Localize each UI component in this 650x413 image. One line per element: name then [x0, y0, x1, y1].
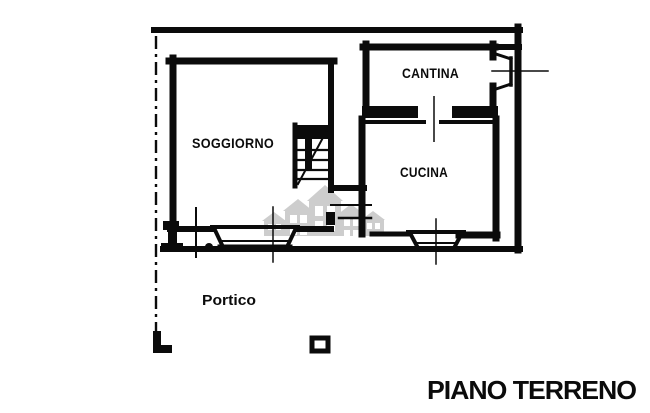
house-window	[344, 230, 350, 237]
stair-landing	[294, 125, 332, 139]
door-hinge-block	[326, 212, 335, 225]
room-label-cantina: CANTINA	[402, 65, 459, 81]
window-jamb	[407, 230, 421, 251]
portico-corner-pillar	[153, 331, 172, 353]
house-window	[375, 223, 380, 229]
house-roof	[337, 204, 365, 215]
floor-title: PIANO TERRENO	[427, 375, 637, 405]
cantina-cucina-divider	[362, 106, 498, 118]
house-window	[300, 215, 307, 223]
house-roof	[307, 185, 343, 201]
window-cantina	[491, 52, 549, 91]
room-label-soggiorno: SOGGIORNO	[192, 135, 274, 151]
house-body	[285, 210, 311, 236]
wall-segment	[168, 221, 177, 246]
room-cantina-walls	[359, 40, 522, 124]
wall-segment	[153, 331, 161, 353]
sill-end-dot	[205, 243, 213, 251]
window-jamb	[211, 225, 226, 250]
room-cucina-walls	[358, 115, 501, 242]
house-roof	[262, 212, 286, 221]
house-window	[344, 219, 350, 226]
stair-direction-mark	[305, 139, 312, 171]
stair-direction-line	[296, 130, 328, 186]
window-jamb	[451, 230, 465, 251]
portico-column	[309, 335, 331, 354]
house-window	[327, 206, 335, 216]
room-label-cucina: CUCINA	[400, 164, 448, 180]
house-roof	[283, 199, 313, 211]
wall-segment	[362, 106, 418, 118]
wall-segment	[452, 106, 498, 118]
house-window	[315, 206, 323, 216]
house-window	[353, 230, 359, 237]
window-soggiorno	[210, 206, 300, 263]
door-jamb-pillar	[161, 221, 183, 252]
wall-segment	[161, 243, 183, 252]
window-jamb	[494, 52, 513, 61]
room-label-portico: Portico	[202, 292, 256, 309]
window-cucina	[406, 218, 466, 265]
window-jamb	[284, 225, 299, 250]
window-jamb	[494, 82, 513, 91]
stairs	[292, 122, 333, 189]
house-window	[290, 215, 297, 223]
wall-segment	[153, 345, 172, 353]
house-window	[367, 223, 372, 229]
house-window	[353, 219, 359, 226]
